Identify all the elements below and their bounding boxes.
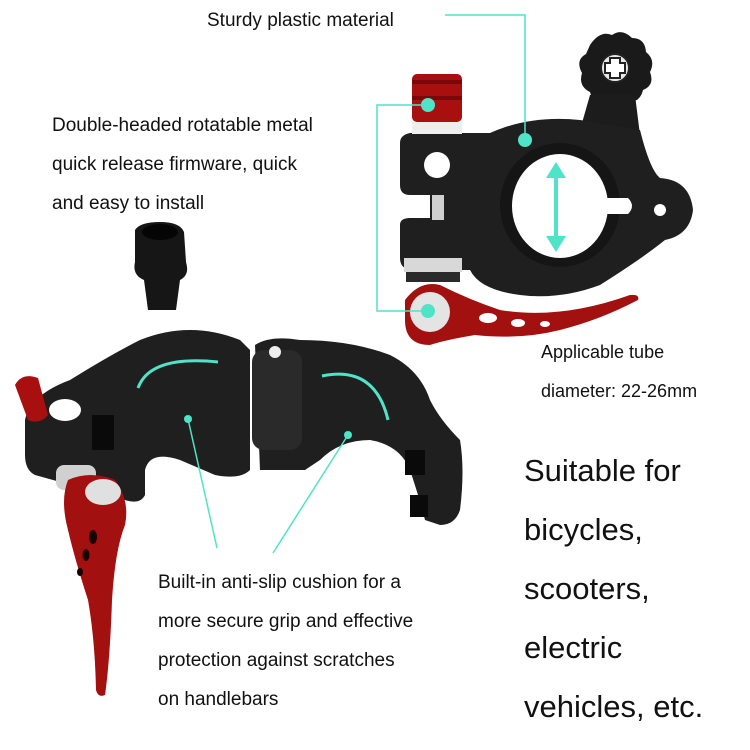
- suitable-line-2: bicycles,: [524, 512, 643, 547]
- suitable-line-1: Suitable for: [524, 453, 681, 488]
- suitable-line-4: electric: [524, 630, 623, 665]
- material-callout: Sturdy plastic material: [207, 1, 394, 40]
- accent-dot-icon: [421, 98, 435, 112]
- closed-clamp: [400, 32, 693, 345]
- cushion-line-2: more secure grip and effective: [158, 611, 414, 632]
- cushion-callout: Built-in anti-slip cushion for a more se…: [158, 563, 413, 719]
- quick-release-line-2: quick release firmware, quick: [52, 154, 297, 175]
- tube-diameter-line-1: Applicable tube: [541, 342, 665, 362]
- cross-screw-knob-icon: [579, 32, 653, 135]
- double-arrow-vertical-icon: [546, 162, 566, 252]
- cushion-line-4: on handlebars: [158, 689, 279, 710]
- quick-release-line-1: Double-headed rotatable metal: [52, 115, 313, 136]
- material-text: Sturdy plastic material: [207, 10, 394, 31]
- accent-dot-icon: [518, 133, 532, 147]
- quick-release-callout: Double-headed rotatable metal quick rele…: [52, 106, 313, 223]
- cushion-line-3: protection against scratches: [158, 650, 395, 671]
- tube-diameter-callout: Applicable tube diameter: 22-26mm: [541, 333, 697, 411]
- suitable-for-text: Suitable for bicycles, scooters, electri…: [524, 441, 703, 736]
- tube-diameter-line-2: diameter: 22-26mm: [541, 381, 698, 401]
- accent-dot-icon: [421, 304, 435, 318]
- accent-dot-icon: [344, 431, 352, 439]
- suitable-line-5: vehicles, etc.: [524, 689, 704, 724]
- quick-release-line-3: and easy to install: [52, 193, 205, 214]
- suitable-line-3: scooters,: [524, 571, 650, 606]
- callout-lines: [184, 14, 532, 554]
- accent-dot-icon: [184, 415, 192, 423]
- cushion-line-1: Built-in anti-slip cushion for a: [158, 572, 401, 593]
- open-clamp: [15, 222, 463, 696]
